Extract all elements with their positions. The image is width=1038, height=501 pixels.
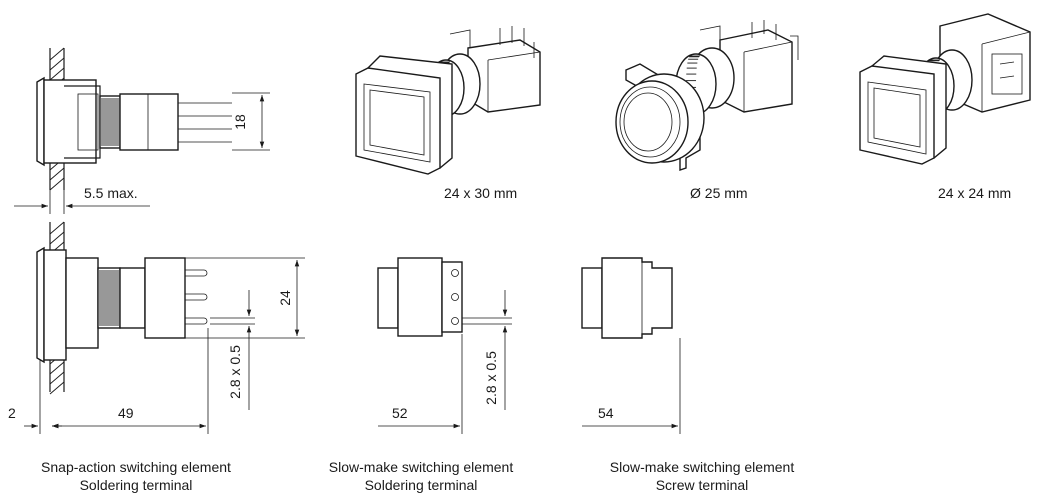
hatch-line xyxy=(49,361,65,375)
side-view-slow-make-soldering: 2.8 x 0.5 52 Slow-make switching element… xyxy=(329,257,514,493)
dim-24-label: 24 xyxy=(277,290,293,306)
caption-slow-make-soldering-line1: Slow-make switching element xyxy=(329,459,514,475)
hatch-line xyxy=(49,381,65,395)
caption-slow-make-screw-line1: Slow-make switching element xyxy=(610,459,795,475)
hatch-line xyxy=(49,231,65,245)
caption-snap-action-line1: Snap-action switching element xyxy=(41,459,231,475)
hatch-line xyxy=(49,177,65,191)
hatch-line xyxy=(49,47,65,61)
hatch-line xyxy=(49,371,65,385)
hatch-line xyxy=(49,57,65,71)
variant-24x24-square: 24 x 24 mm xyxy=(859,13,1031,201)
caption-slow-make-screw-line2: Screw terminal xyxy=(656,477,749,493)
caption-snap-action-line2: Soldering terminal xyxy=(80,477,193,493)
side-view-snap-action: 24 2.8 x 0.5 2 49 Snap-action switching … xyxy=(8,221,305,493)
variant-25mm-label: Ø 25 mm xyxy=(690,185,748,201)
dim-2-8-label: 2.8 x 0.5 xyxy=(227,345,243,399)
variant-24x24-label: 24 x 24 mm xyxy=(938,185,1011,201)
dim-18-label: 18 xyxy=(232,114,248,130)
dim-5-5-max-label: 5.5 max. xyxy=(84,185,138,201)
dim-52-label: 52 xyxy=(392,405,408,421)
dim-2-label: 2 xyxy=(8,405,16,421)
dim-54-label: 54 xyxy=(598,405,614,421)
variant-24x30-label: 24 x 30 mm xyxy=(444,185,517,201)
variant-24x30-rectangular: 24 x 30 mm xyxy=(355,26,541,201)
dim-2-8-label-b: 2.8 x 0.5 xyxy=(483,351,499,405)
hatch-line xyxy=(49,167,65,181)
hatch-line xyxy=(49,221,65,235)
side-view-panel-mount: 18 5.5 max. xyxy=(14,47,270,214)
hatch-line xyxy=(49,67,65,81)
side-view-slow-make-screw: 54 Slow-make switching element Screw ter… xyxy=(581,257,795,493)
caption-slow-make-soldering-line2: Soldering terminal xyxy=(365,477,478,493)
dim-49-label: 49 xyxy=(118,405,134,421)
variant-25mm-round: Ø 25 mm xyxy=(615,20,799,201)
